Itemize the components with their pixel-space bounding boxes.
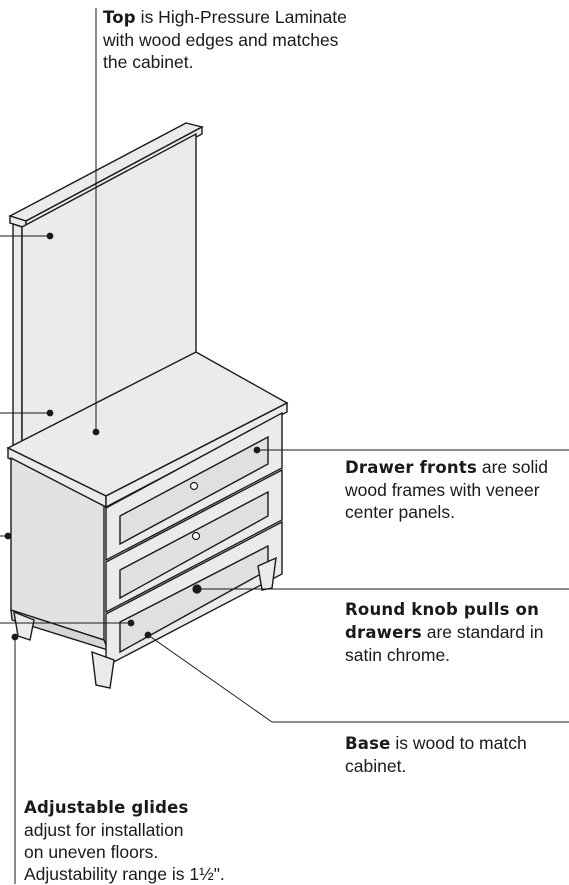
callout-glides: Adjustable glides adjust for installatio… [24, 796, 294, 885]
callout-drawer-fronts-title: Drawer fronts [345, 458, 477, 477]
cabinet-top [6, 351, 289, 509]
callout-glides-title: Adjustable glides [24, 798, 189, 817]
callout-knob-pulls: Round knob pulls on drawers are standard… [345, 598, 569, 666]
callout-knob-pulls-title: Round knob pulls on drawers [345, 600, 540, 642]
callout-drawer-fronts-text: are solid wood frames with veneer center… [345, 457, 549, 522]
legs [13, 556, 277, 689]
callout-top-title: Top [103, 8, 136, 27]
callout-base: Base is wood to match cabinet. [345, 732, 560, 777]
callout-base-text: is wood to match cabinet. [345, 733, 527, 776]
callout-knob-pulls-text: are standard in satin chrome. [345, 622, 544, 665]
knob-middle-icon [191, 531, 201, 541]
drawer-stack [105, 411, 283, 668]
callout-glides-line3: Adjustability range is 1½". [24, 864, 225, 884]
callout-drawer-fronts: Drawer fronts are solid wood frames with… [345, 456, 569, 523]
callout-top-text: is High-Pressure Laminate with wood edge… [103, 7, 347, 72]
knob-top-icon [189, 481, 199, 491]
callout-base-title: Base [345, 734, 391, 753]
callout-glides-line1: adjust for installation [24, 820, 184, 840]
leader-lines [0, 8, 569, 884]
callout-glides-line2: on uneven floors. [24, 842, 159, 862]
leader-dots [4, 232, 261, 641]
cabinet-side [10, 456, 110, 652]
callout-top: Top is High-Pressure Laminate with wood … [103, 6, 353, 73]
